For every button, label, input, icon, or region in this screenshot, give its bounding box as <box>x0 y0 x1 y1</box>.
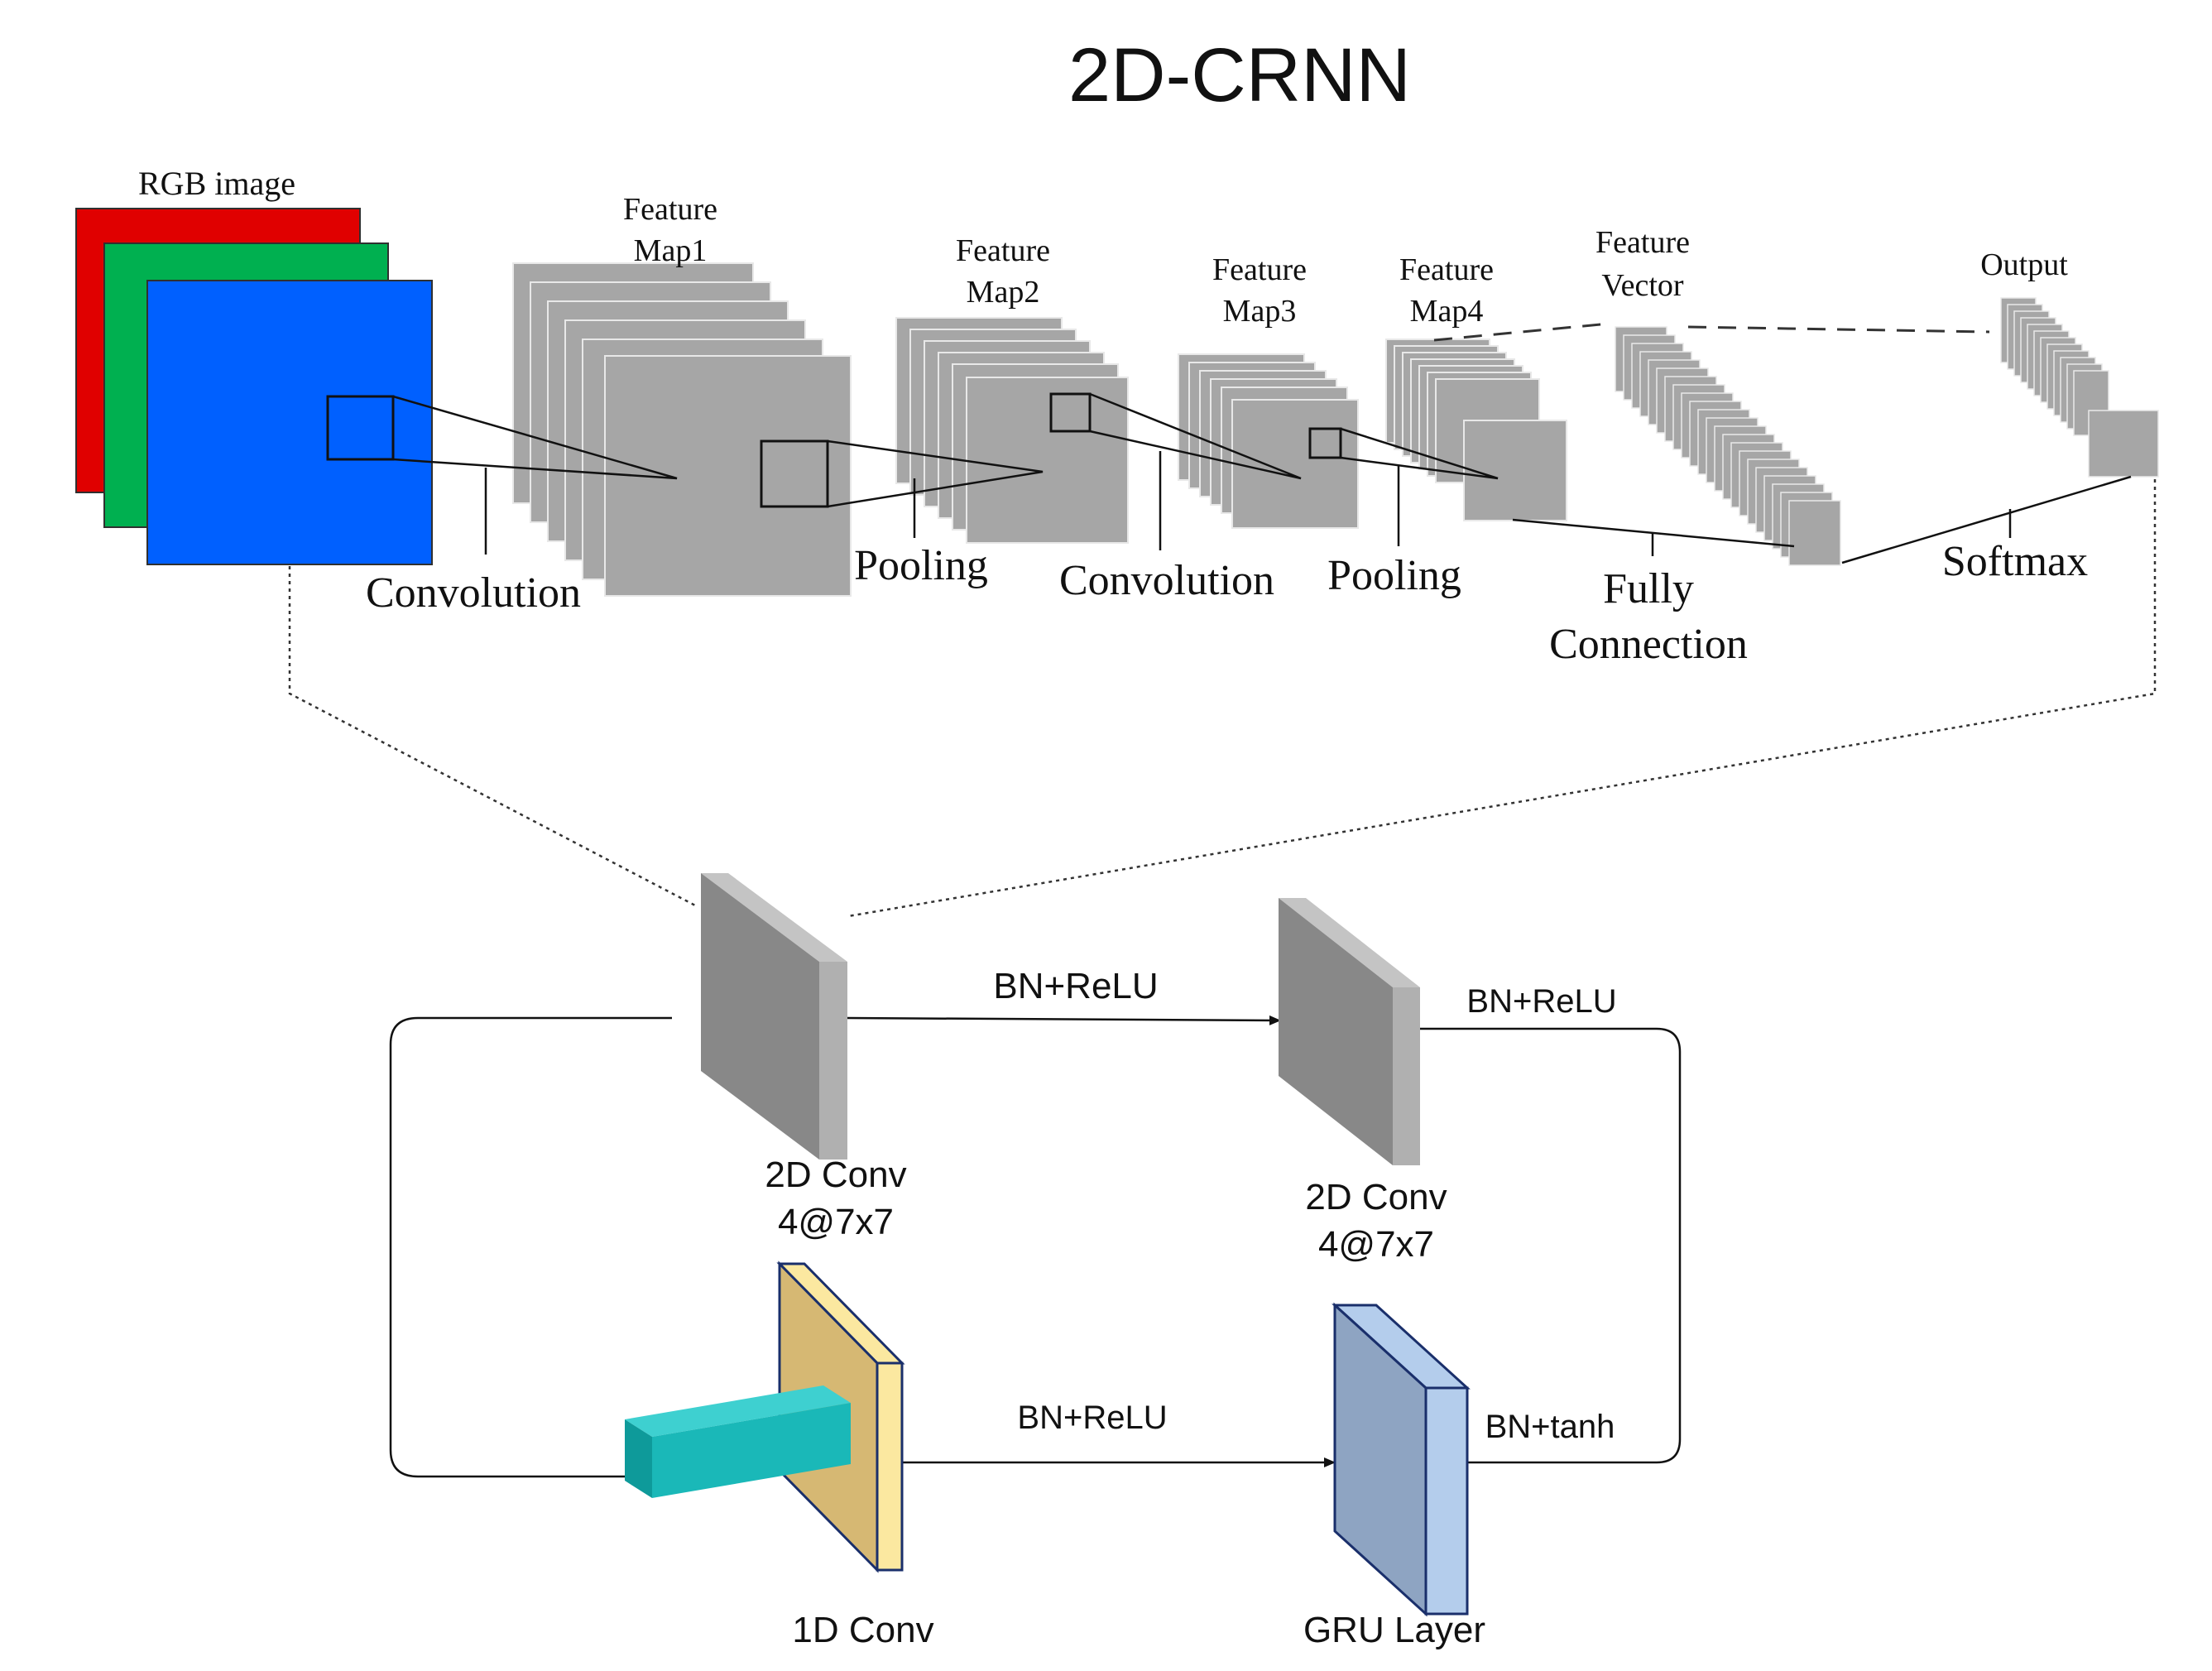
diagram-title: 2D-CRNN <box>1068 33 1411 118</box>
stage-convolution-1: Convolution <box>366 569 581 617</box>
stage-fully-connection: Fully Connection <box>1549 565 1748 668</box>
feature-vector-label: Feature Vector <box>1595 225 1690 303</box>
output-label: Output <box>1980 247 2068 282</box>
teal-sequence-bar <box>625 1385 851 1498</box>
conv1d-label: 1D Conv <box>792 1610 933 1650</box>
pool-window-map1 <box>760 439 829 508</box>
stage-pooling-2: Pooling <box>1327 552 1461 599</box>
dashed-connectors <box>1433 322 1990 342</box>
rgb-blue-channel <box>146 280 433 565</box>
rgb-image <box>75 208 433 565</box>
gru-label: GRU Layer <box>1303 1610 1485 1650</box>
conv2d-b-label-line2: 4@7x7 <box>1318 1224 1434 1265</box>
conv2d-b-label-line1: 2D Conv <box>1305 1177 1447 1217</box>
conv2d-a-label-line2: 4@7x7 <box>778 1202 894 1242</box>
stage-fully-connection-line1: Fully <box>1603 565 1694 612</box>
conv-kernel-window <box>326 395 395 461</box>
feature-map3-stack <box>1178 353 1359 529</box>
gru-block <box>1332 1302 1471 1617</box>
feature-map1-label-line2: Map1 <box>634 233 708 268</box>
label-ticks <box>484 451 2012 556</box>
feature-map3-label-line2: Map3 <box>1223 294 1297 329</box>
feature-map1-label-line1: Feature <box>623 192 717 227</box>
feature-map2-stack <box>895 317 1129 544</box>
conv2d-a-block <box>701 873 847 1160</box>
edge-label-right-top: BN+ReLU <box>1466 983 1616 1020</box>
feature-map1-stack <box>512 262 852 597</box>
conv2d-b-block <box>1279 898 1420 1165</box>
conv2d-a-label-line1: 2D Conv <box>765 1155 906 1195</box>
feature-vector-label-line1: Feature <box>1595 225 1690 260</box>
feature-vector-label-line2: Vector <box>1601 268 1684 303</box>
feature-map4-label-line2: Map4 <box>1410 294 1484 329</box>
zoom-connectors <box>288 479 2157 918</box>
rgb-image-label: RGB image <box>138 165 295 202</box>
feature-map4-stack <box>1385 339 1567 521</box>
feature-map2-label-line2: Map2 <box>967 275 1040 310</box>
output-stack <box>2000 297 2159 478</box>
feature-map3-label: Feature Map3 <box>1212 252 1307 329</box>
stage-pooling-1: Pooling <box>854 542 988 589</box>
edge-label-top: BN+ReLU <box>993 966 1158 1006</box>
projection-lines <box>392 392 2132 564</box>
feature-map2-label: Feature Map2 <box>956 233 1050 310</box>
conv2d-a-label: 2D Conv 4@7x7 <box>765 1155 906 1242</box>
feature-map3-label-line1: Feature <box>1212 252 1307 287</box>
feature-map4-label-line1: Feature <box>1399 252 1494 287</box>
stage-fully-connection-line2: Connection <box>1549 621 1748 668</box>
stage-softmax: Softmax <box>1942 538 2088 585</box>
bottom-wiring <box>389 1016 1682 1478</box>
feature-map1-label: Feature Map1 <box>623 192 717 268</box>
conv-window-map2 <box>1049 392 1092 433</box>
arrow-conv2d-a-to-b <box>847 1015 1281 1025</box>
conv2d-b-label: 2D Conv 4@7x7 <box>1305 1177 1447 1265</box>
stage-convolution-2: Convolution <box>1059 557 1274 604</box>
feature-vector-stack <box>1615 326 1841 566</box>
feature-map4-label: Feature Map4 <box>1399 252 1494 329</box>
edge-label-right-bottom: BN+tanh <box>1485 1409 1615 1445</box>
feature-map2-label-line1: Feature <box>956 233 1050 268</box>
pool-window-map3 <box>1308 427 1342 459</box>
edge-label-bottom: BN+ReLU <box>1017 1400 1167 1436</box>
